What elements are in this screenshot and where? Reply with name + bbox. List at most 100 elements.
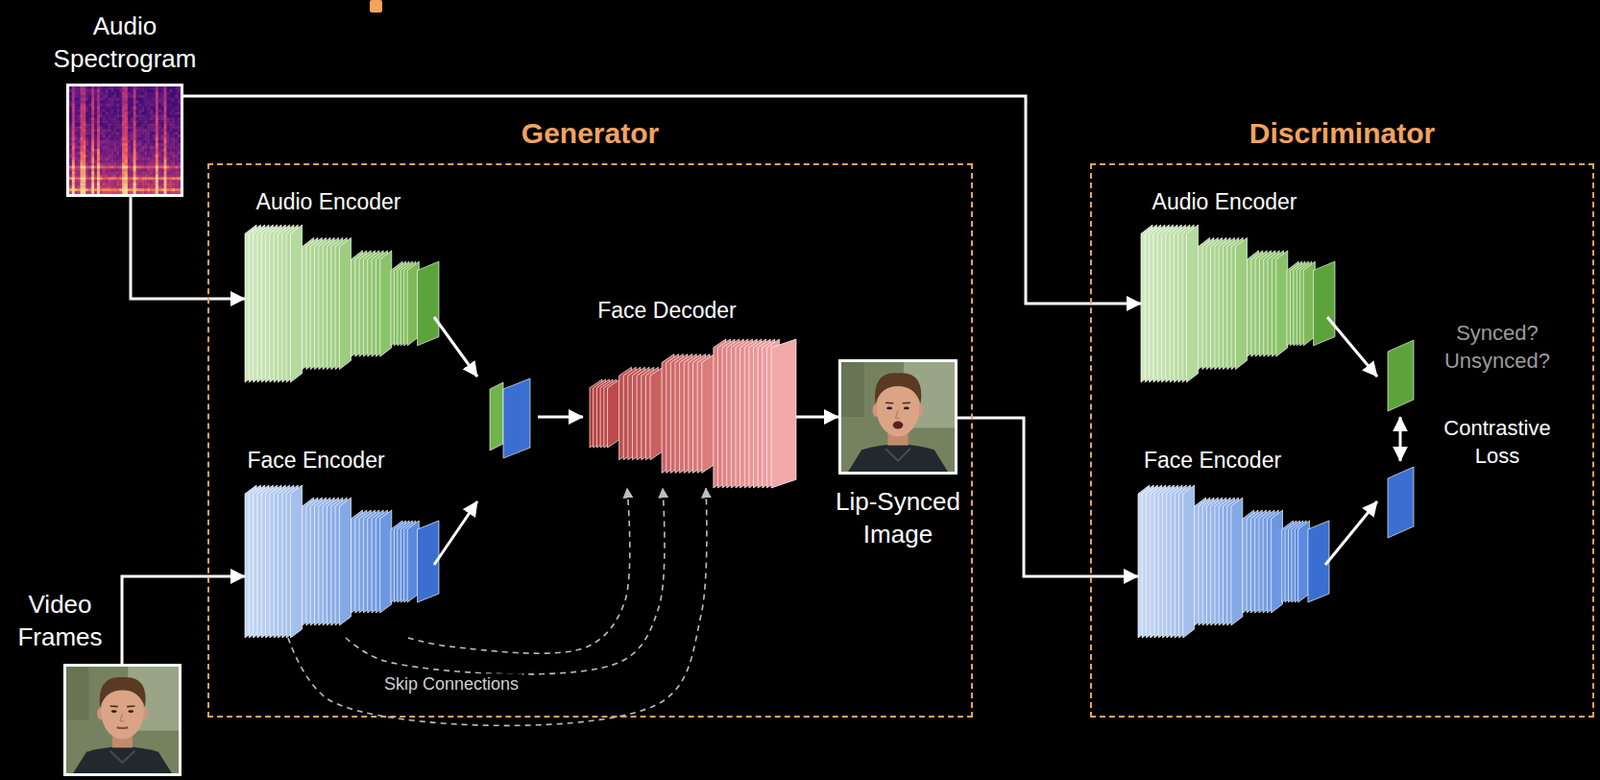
spectrogram-cell xyxy=(80,112,84,116)
spectrogram-cell xyxy=(124,145,128,149)
spectrogram-cell xyxy=(171,109,175,113)
feature-arrow xyxy=(434,316,478,377)
spectrogram-cell xyxy=(83,117,87,121)
spectrogram-cell xyxy=(161,86,165,90)
spectrogram-cell xyxy=(88,157,92,161)
spectrogram-cell xyxy=(171,106,175,110)
spectrogram-cell xyxy=(127,120,131,123)
spectrogram-cell xyxy=(164,120,168,123)
spectrogram-cell xyxy=(144,128,147,132)
spectrogram-cell xyxy=(164,151,168,155)
spectrogram-cell xyxy=(94,137,97,141)
spectrogram-cell xyxy=(167,122,170,126)
spectrogram-cell xyxy=(161,112,165,116)
spectrogram-cell xyxy=(171,188,175,192)
spectrogram-cell xyxy=(136,114,140,118)
spectrogram-cell xyxy=(111,188,115,192)
spectrogram-cell xyxy=(91,103,95,107)
spectrogram-cell xyxy=(177,188,181,192)
spectrogram-cell xyxy=(152,86,156,90)
spectrogram-cell xyxy=(127,163,131,167)
spectrogram-cell xyxy=(167,131,170,135)
spectrogram-cell xyxy=(116,143,120,146)
spectrogram-cell xyxy=(77,143,81,146)
spectrogram-cell xyxy=(69,86,73,90)
spectrogram-cell xyxy=(136,145,140,149)
spectrogram-cell xyxy=(164,86,168,90)
spectrogram-cell xyxy=(169,140,172,144)
spectrogram-cell xyxy=(127,143,131,146)
spectrogram-cell xyxy=(91,106,95,110)
spectrogram-cell xyxy=(99,168,103,171)
spectrogram-cell xyxy=(99,95,103,98)
data-flow-arrow xyxy=(957,417,1139,577)
spectrogram-cell xyxy=(141,191,145,194)
spectrogram-cell xyxy=(164,131,168,135)
spectrogram-cell xyxy=(167,154,170,158)
spectrogram-cell xyxy=(164,117,168,121)
spectrogram-cell xyxy=(127,86,131,90)
spectrogram-cell xyxy=(139,154,143,158)
spectrogram-cell xyxy=(146,170,150,174)
spectrogram-cell xyxy=(141,103,145,107)
spectrogram-cell xyxy=(149,114,153,118)
spectrogram-cell xyxy=(91,137,95,141)
spectrogram-cell xyxy=(174,163,178,167)
spectrogram-cell xyxy=(96,137,100,141)
spectrogram-cell xyxy=(77,117,81,121)
spectrogram-cell xyxy=(141,137,145,141)
spectrogram-cell xyxy=(177,176,181,180)
spectrogram-cell xyxy=(177,109,181,113)
spectrogram-cell xyxy=(146,137,150,141)
spectrogram-cell xyxy=(85,145,89,149)
spectrogram-cell xyxy=(105,145,109,149)
spectrogram-cell xyxy=(149,188,153,192)
spectrogram-cell xyxy=(164,179,168,183)
illustration-part xyxy=(117,726,129,729)
spectrogram-cell xyxy=(85,109,89,113)
heading-wrap: Audio Encoder xyxy=(1109,188,1340,218)
spectrogram-cell xyxy=(130,122,134,126)
spectrogram-cell xyxy=(171,140,175,144)
spectrogram-cell xyxy=(133,166,137,170)
spectrogram-cell xyxy=(74,117,78,121)
spectrogram-cell xyxy=(121,137,125,141)
spectrogram-cell xyxy=(139,109,143,113)
spectrogram-cell xyxy=(96,109,100,113)
spectrogram-cell xyxy=(99,131,103,135)
spectrogram-cell xyxy=(164,157,168,161)
spectrogram-cell xyxy=(161,125,165,129)
spectrogram-cell xyxy=(88,122,92,126)
spectrogram-cell xyxy=(146,176,150,180)
spectrogram-cell xyxy=(121,103,125,107)
spectrogram-cell xyxy=(130,163,134,167)
spectrogram-cell xyxy=(88,86,92,90)
spectrogram-cell xyxy=(105,148,109,152)
spectrogram-cell xyxy=(130,114,134,118)
spectrogram-cell xyxy=(146,114,150,118)
spectrogram-cell xyxy=(167,112,170,116)
spectrogram-cell xyxy=(91,170,95,174)
spectrogram-cell xyxy=(146,131,150,135)
spectrogram-cell xyxy=(152,95,156,98)
spectrogram-cell xyxy=(161,160,165,164)
spectrogram-cell xyxy=(113,95,117,98)
spectrogram-cell xyxy=(113,92,117,96)
spectrogram-cell xyxy=(85,157,89,161)
spectrogram-cell xyxy=(130,185,134,189)
spectrogram-cell xyxy=(94,157,97,161)
spectrogram-cell xyxy=(96,100,100,104)
spectrogram-cell xyxy=(133,151,137,155)
spectrogram-cell xyxy=(124,170,128,174)
spectrogram-cell xyxy=(113,122,117,126)
face-picture xyxy=(66,666,179,774)
spectrogram-cell xyxy=(108,92,112,96)
spectrogram-cell xyxy=(108,168,112,171)
spectrogram-cell xyxy=(155,168,159,171)
spectrogram-cell xyxy=(130,145,134,149)
spectrogram-cell xyxy=(177,179,181,183)
spectrogram-cell xyxy=(88,109,92,113)
spectrogram-cell xyxy=(91,157,95,161)
spectrogram-cell xyxy=(94,182,97,186)
spectrogram-cell xyxy=(136,128,140,132)
